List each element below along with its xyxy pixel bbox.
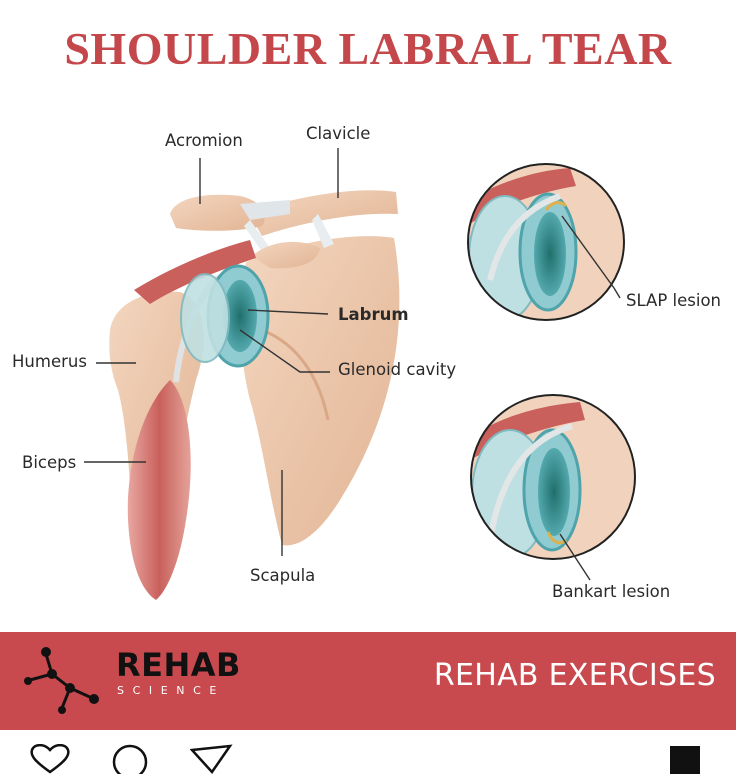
label-slap-lesion: SLAP lesion xyxy=(626,291,721,310)
label-acromion: Acromion xyxy=(165,131,243,150)
comment-icon[interactable] xyxy=(108,744,152,774)
bankart-lesion-inset xyxy=(470,394,636,560)
rotator-muscle xyxy=(134,240,256,304)
slap-lesion-inset xyxy=(467,163,625,321)
rehab-science-logo-icon xyxy=(24,647,99,714)
glenoid-cavity xyxy=(223,280,257,352)
save-icon[interactable] xyxy=(668,744,702,774)
clavicle-bone xyxy=(248,190,398,236)
banner-cta-text: REHAB EXERCISES xyxy=(433,658,716,693)
shoulder-anatomy-illustration xyxy=(84,148,636,600)
carousel-dots xyxy=(340,768,390,773)
page-title: SHOULDER LABRAL TEAR xyxy=(64,23,672,74)
label-bankart-lesion: Bankart lesion xyxy=(552,582,671,601)
label-humerus: Humerus xyxy=(12,352,87,371)
heart-icon[interactable] xyxy=(28,744,72,774)
label-scapula: Scapula xyxy=(250,566,316,585)
post-action-bar xyxy=(0,730,736,774)
label-labrum: Labrum xyxy=(338,305,409,324)
share-icon[interactable] xyxy=(190,744,234,774)
acromion-bone xyxy=(170,194,265,231)
label-biceps: Biceps xyxy=(22,453,77,472)
label-glenoid-cavity: Glenoid cavity xyxy=(338,360,457,379)
label-clavicle: Clavicle xyxy=(306,124,371,143)
promo-banner: REHAB SCIENCE REHAB EXERCISES xyxy=(0,632,736,730)
leader-lines xyxy=(84,148,621,581)
brand-subtitle: SCIENCE xyxy=(117,684,225,697)
brand-name: REHAB xyxy=(116,646,241,684)
biceps-muscle xyxy=(127,380,191,600)
